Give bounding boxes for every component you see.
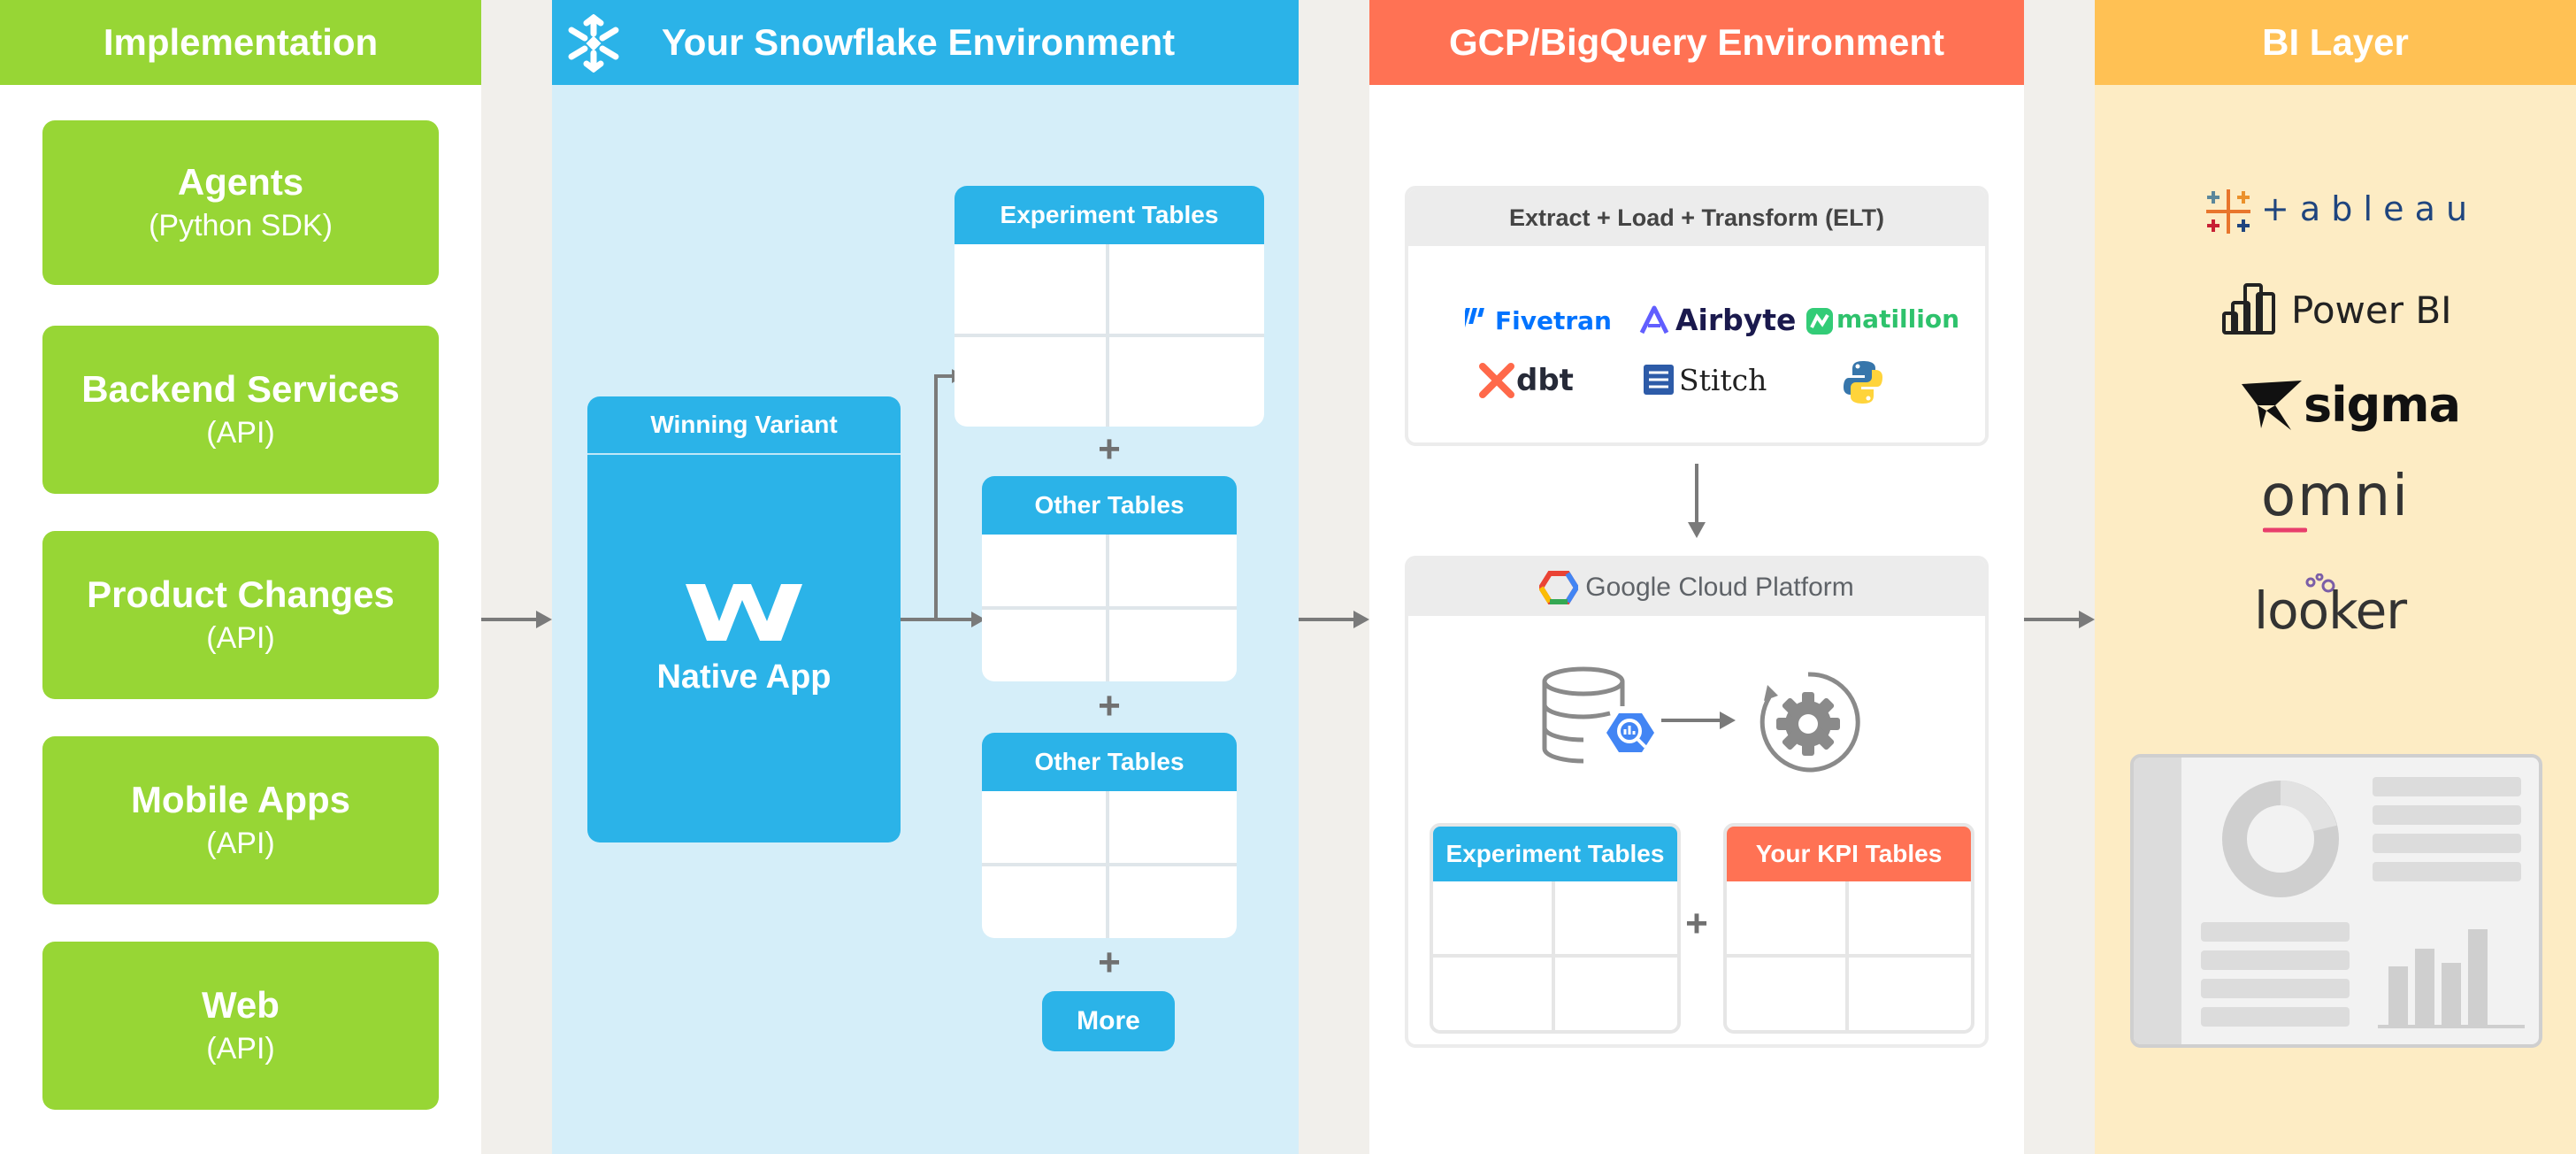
- other-tables-1-label: Other Tables: [1034, 491, 1184, 519]
- other-tables-1: Other Tables: [982, 476, 1237, 681]
- gcp-experiment-tables-header: Experiment Tables: [1433, 827, 1677, 881]
- gcp-hexagon-icon: [1539, 571, 1579, 604]
- mobile-apps-box: Mobile Apps (API): [42, 736, 439, 904]
- plus-1: +: [1098, 427, 1121, 471]
- sf-experiment-tables-grid: [954, 244, 1264, 427]
- fivetran-label: Fivetran: [1495, 306, 1612, 335]
- other-tables-2-grid: [982, 791, 1237, 938]
- native-app-label: Native App: [656, 658, 832, 696]
- snowflake-icon: [564, 13, 623, 73]
- gcp-experiment-tables: Experiment Tables: [1430, 823, 1681, 1034]
- product-changes-title: Product Changes: [87, 573, 395, 615]
- other-tables-2-label: Other Tables: [1034, 748, 1184, 775]
- dashboard-mockup: [2130, 754, 2542, 1048]
- more-label: More: [1077, 1006, 1140, 1035]
- agents-sub: (Python SDK): [149, 209, 333, 242]
- powerbi-label: Power BI: [2291, 288, 2452, 332]
- gcp-column: GCP/BigQuery Environment Extract + Load …: [1369, 0, 2024, 1154]
- gcp-plus: +: [1685, 902, 1708, 945]
- gcp-inner-arrow: [1661, 712, 1736, 729]
- gcp-title: GCP/BigQuery Environment: [1448, 21, 1945, 63]
- bi-column: BI Layer + a b l e a u Power BI sigma om…: [2095, 0, 2576, 1154]
- web-title: Web: [202, 984, 280, 1026]
- sf-experiment-tables: Experiment Tables: [954, 186, 1264, 427]
- gcp-platform-label-brand: Google: [1585, 573, 1671, 602]
- powerbi-icon: [2222, 283, 2275, 335]
- elt-down-arrow: [1688, 464, 1706, 538]
- bi-title: BI Layer: [2262, 21, 2409, 63]
- agents-title: Agents: [177, 161, 304, 203]
- omni-underline: [2263, 527, 2307, 533]
- plus-2: +: [1098, 684, 1121, 727]
- sigma-icon: [2242, 381, 2302, 430]
- gcp-platform-box: Google Cloud Platform: [1405, 556, 1989, 1048]
- sigma-label: sigma: [2304, 377, 2461, 433]
- donut-chart-icon: [2222, 781, 2339, 897]
- gcp-experiment-tables-grid: [1433, 881, 1677, 1030]
- dashboard-sidebar: [2134, 758, 2181, 1044]
- native-app-logo: [682, 581, 806, 644]
- looker-label: looker: [2254, 581, 2407, 641]
- gcp-platform-label: Google Cloud Platform: [1585, 573, 1854, 603]
- winning-variant-label: Winning Variant: [650, 411, 838, 438]
- python-icon: [1844, 361, 1882, 404]
- other-tables-1-header: Other Tables: [982, 476, 1237, 535]
- native-app-card: Winning Variant Native App: [587, 396, 901, 842]
- kpi-tables-header: Your KPI Tables: [1727, 827, 1971, 881]
- elt-title: Extract + Load + Transform (ELT): [1508, 204, 1885, 231]
- snowflake-column: Your Snowflake Environment Winning Varia…: [552, 0, 1299, 1154]
- product-changes-sub: (API): [206, 621, 275, 655]
- bigquery-icon: [1542, 666, 1654, 764]
- backend-services-box: Backend Services (API): [42, 326, 439, 494]
- tableau-label: + a b l e a u: [2261, 189, 2468, 228]
- tableau-icon: [2206, 189, 2250, 234]
- elt-header: Extract + Load + Transform (ELT): [1408, 189, 1985, 246]
- mobile-apps-title: Mobile Apps: [130, 779, 351, 820]
- implementation-header: Implementation: [0, 0, 481, 85]
- other-tables-2-header: Other Tables: [982, 733, 1237, 791]
- gear-icon: [1760, 672, 1860, 773]
- airbyte-label: Airbyte: [1675, 303, 1797, 337]
- agents-box: Agents (Python SDK): [42, 120, 439, 285]
- bar-chart-icon: [2378, 929, 2525, 1028]
- matillion-icon: [1806, 308, 1833, 335]
- sf-experiment-tables-header: Experiment Tables: [954, 186, 1264, 244]
- bi-header: BI Layer: [2095, 0, 2576, 85]
- gcp-header: GCP/BigQuery Environment: [1369, 0, 2024, 85]
- other-tables-1-grid: [982, 535, 1237, 681]
- kpi-tables: Your KPI Tables: [1723, 823, 1974, 1034]
- omni-label: omni: [2261, 464, 2410, 529]
- stitch-label: Stitch: [1679, 363, 1767, 397]
- winning-variant-header: Winning Variant: [587, 396, 901, 455]
- plus-3: +: [1098, 941, 1121, 984]
- snowflake-header: Your Snowflake Environment: [552, 0, 1299, 85]
- dbt-label: dbt: [1516, 363, 1574, 398]
- airbyte-icon: [1639, 305, 1669, 335]
- snowflake-title: Your Snowflake Environment: [661, 21, 1176, 63]
- backend-services-title: Backend Services: [81, 368, 400, 410]
- mobile-apps-sub: (API): [206, 827, 275, 860]
- more-button[interactable]: More: [1042, 991, 1175, 1051]
- kpi-tables-label: Your KPI Tables: [1755, 840, 1943, 867]
- other-tables-2: Other Tables: [982, 733, 1237, 938]
- implementation-title: Implementation: [103, 21, 379, 63]
- gcp-experiment-tables-label: Experiment Tables: [1445, 840, 1665, 867]
- elt-box: Extract + Load + Transform (ELT) Fivetra…: [1405, 186, 1989, 446]
- looker-icon: [2305, 573, 2335, 593]
- web-sub: (API): [206, 1032, 275, 1066]
- sf-experiment-tables-label: Experiment Tables: [1000, 201, 1219, 228]
- product-changes-box: Product Changes (API): [42, 531, 439, 699]
- fivetran-icon: [1465, 308, 1484, 335]
- web-box: Web (API): [42, 942, 439, 1110]
- kpi-tables-grid: [1727, 881, 1971, 1030]
- matillion-label: matillion: [1836, 304, 1960, 334]
- implementation-column: Implementation Agents (Python SDK) Backe…: [0, 0, 481, 1154]
- gcp-platform-header: Google Cloud Platform: [1408, 559, 1985, 616]
- backend-services-sub: (API): [206, 416, 275, 450]
- stitch-icon: [1644, 365, 1674, 395]
- gcp-platform-label-rest: Cloud Platform: [1671, 573, 1854, 602]
- dbt-icon: [1479, 363, 1514, 398]
